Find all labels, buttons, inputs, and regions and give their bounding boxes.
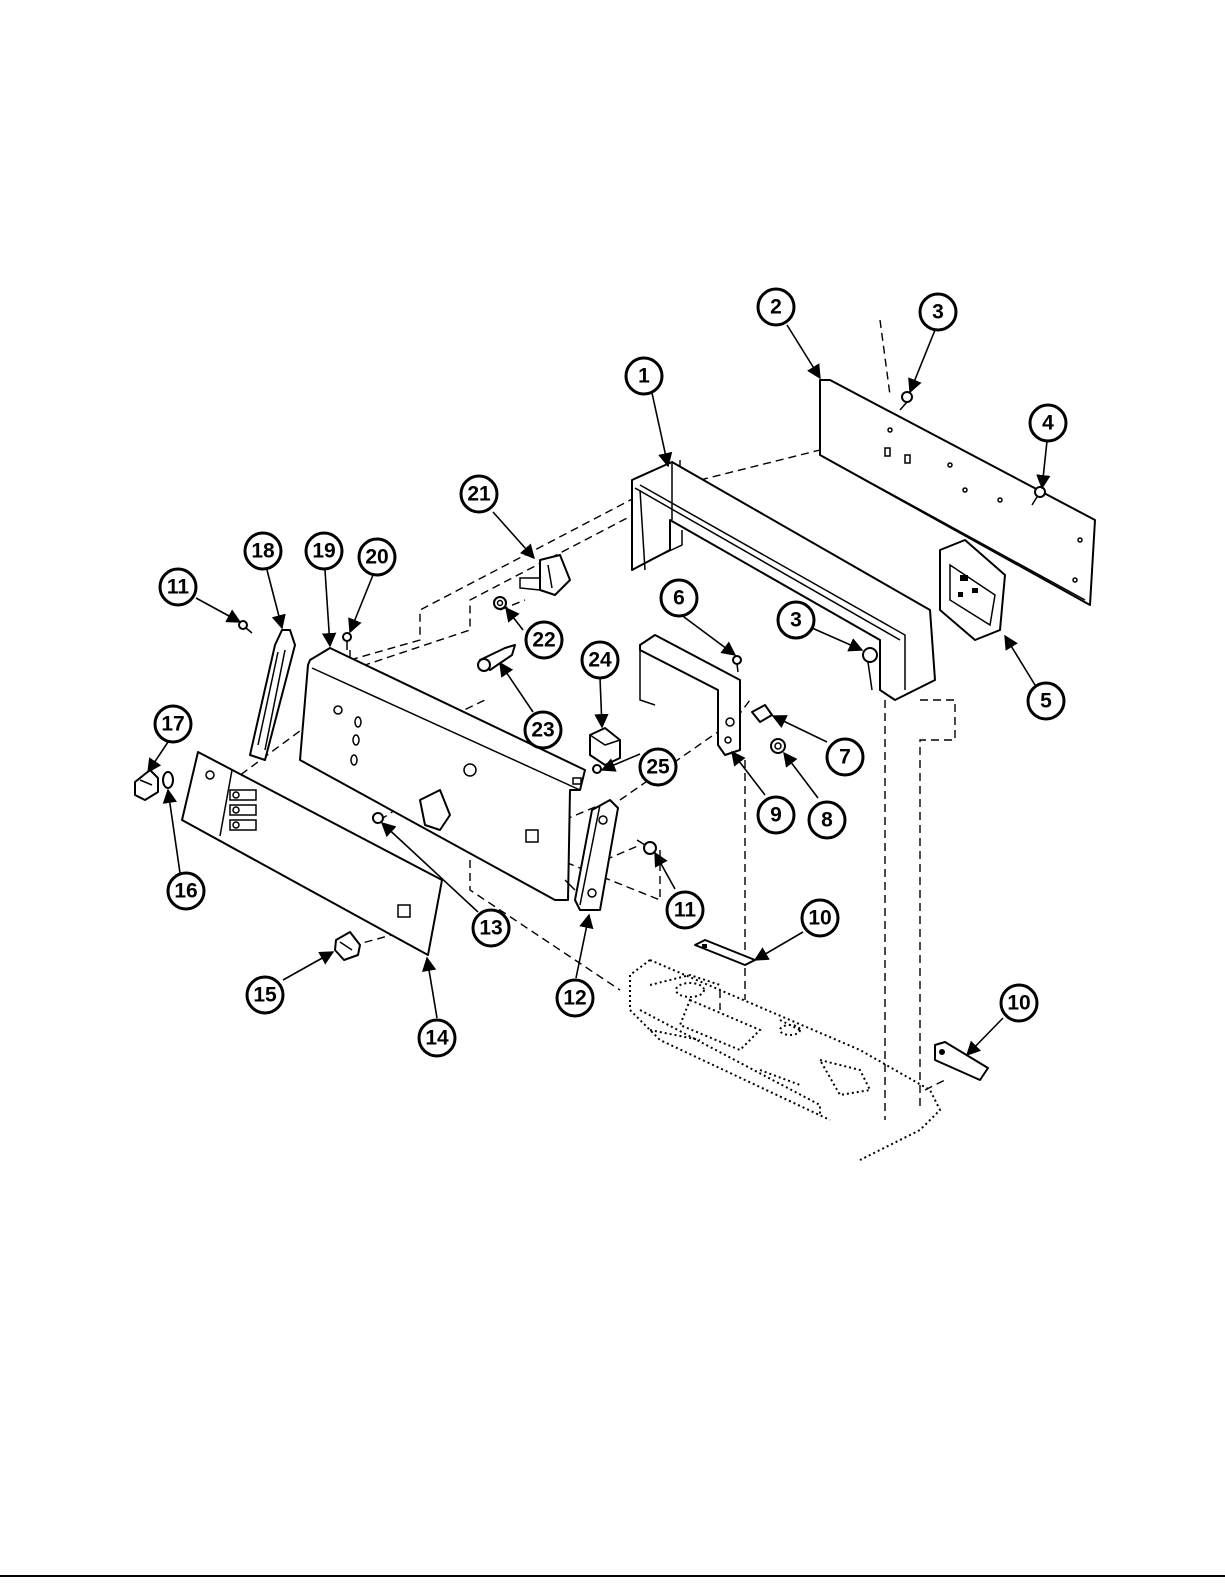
part-23-push-button bbox=[478, 645, 515, 671]
cabinet-base-outline bbox=[630, 960, 940, 1160]
part-3-screw-top bbox=[900, 392, 912, 410]
callout-14-label: 14 bbox=[425, 1027, 449, 1050]
callout-21-label: 21 bbox=[467, 483, 491, 506]
bottom-rule bbox=[0, 1575, 1225, 1577]
callout-3-hood-label: 3 bbox=[790, 609, 802, 632]
callout-23: 23 bbox=[525, 712, 561, 748]
callout-19-label: 19 bbox=[312, 540, 335, 563]
part-11-screw-right bbox=[637, 840, 656, 854]
callout-24-label: 24 bbox=[588, 649, 612, 672]
callout-2-label: 2 bbox=[770, 296, 782, 319]
callout-5: 5 bbox=[1028, 683, 1064, 719]
callout-4-label: 4 bbox=[1042, 412, 1054, 435]
callout-4: 4 bbox=[1030, 405, 1066, 441]
part-6-screw bbox=[733, 656, 741, 672]
callout-10-left-label: 10 bbox=[808, 907, 831, 930]
callout-6: 6 bbox=[661, 580, 697, 616]
callout-25-label: 25 bbox=[646, 756, 670, 779]
callout-23-label: 23 bbox=[531, 719, 554, 742]
part-24-switch bbox=[590, 728, 620, 765]
callout-5-label: 5 bbox=[1040, 690, 1052, 713]
callout-21: 21 bbox=[461, 476, 497, 512]
callout-22: 22 bbox=[526, 622, 562, 658]
callout-9: 9 bbox=[758, 797, 794, 833]
callout-22-label: 22 bbox=[532, 629, 555, 652]
callout-1-label: 1 bbox=[638, 365, 650, 388]
callout-8: 8 bbox=[809, 802, 845, 838]
part-12-right-end-cap bbox=[575, 800, 618, 910]
callout-11-right-label: 11 bbox=[674, 899, 697, 922]
callout-18-label: 18 bbox=[251, 540, 275, 563]
callout-1: 1 bbox=[626, 358, 662, 394]
callout-11-left-label: 11 bbox=[167, 576, 190, 599]
callout-17: 17 bbox=[155, 706, 191, 742]
part-25-nut bbox=[593, 765, 601, 773]
callout-7-label: 7 bbox=[839, 746, 851, 769]
callout-10-left: 10 bbox=[802, 900, 838, 936]
callout-18: 18 bbox=[245, 533, 281, 569]
callout-15: 15 bbox=[247, 977, 283, 1013]
part-10-label-left bbox=[695, 940, 755, 965]
callout-13: 13 bbox=[473, 910, 509, 946]
callout-16-label: 16 bbox=[174, 880, 197, 903]
part-5-control-board bbox=[940, 540, 1005, 640]
callout-3-top-label: 3 bbox=[932, 301, 944, 324]
callout-7: 7 bbox=[827, 739, 863, 775]
callout-17-label: 17 bbox=[161, 713, 184, 736]
callout-16: 16 bbox=[168, 873, 204, 909]
callout-3-top: 3 bbox=[920, 294, 956, 330]
part-20-screw bbox=[343, 633, 351, 650]
callout-15-label: 15 bbox=[253, 984, 277, 1007]
callout-10-right: 10 bbox=[1001, 985, 1037, 1021]
part-15-rocker-switch bbox=[335, 932, 360, 960]
part-7-clip bbox=[752, 705, 772, 722]
part-8-grommet bbox=[771, 739, 785, 753]
part-10-label-right bbox=[935, 1042, 988, 1080]
part-13-indicator bbox=[373, 813, 383, 823]
callout-12-label: 12 bbox=[563, 987, 586, 1010]
callout-11-left: 11 bbox=[160, 569, 196, 605]
callout-19: 19 bbox=[306, 533, 342, 569]
callout-24: 24 bbox=[582, 642, 618, 678]
callout-12: 12 bbox=[557, 980, 593, 1016]
callout-20-label: 20 bbox=[365, 546, 388, 569]
part-9-bracket bbox=[640, 635, 740, 755]
part-11-screw-left bbox=[239, 621, 252, 633]
callout-11-right: 11 bbox=[667, 892, 703, 928]
part-3-screw-hood bbox=[863, 648, 877, 690]
part-17-knob bbox=[135, 770, 158, 800]
callout-14: 14 bbox=[419, 1020, 455, 1056]
part-18-left-end-cap bbox=[250, 630, 295, 760]
callout-8-label: 8 bbox=[821, 809, 833, 832]
callout-9-label: 9 bbox=[770, 804, 782, 827]
part-16-washer bbox=[163, 772, 173, 788]
callout-13-label: 13 bbox=[479, 917, 502, 940]
callout-2: 2 bbox=[758, 289, 794, 325]
part-21-rotary-switch bbox=[520, 555, 570, 595]
callout-20: 20 bbox=[359, 539, 395, 575]
part-22-washer bbox=[494, 597, 506, 609]
callout-10-right-label: 10 bbox=[1007, 992, 1030, 1015]
callout-6-label: 6 bbox=[673, 587, 685, 610]
callout-25: 25 bbox=[640, 749, 676, 785]
callout-3-hood: 3 bbox=[778, 602, 814, 638]
